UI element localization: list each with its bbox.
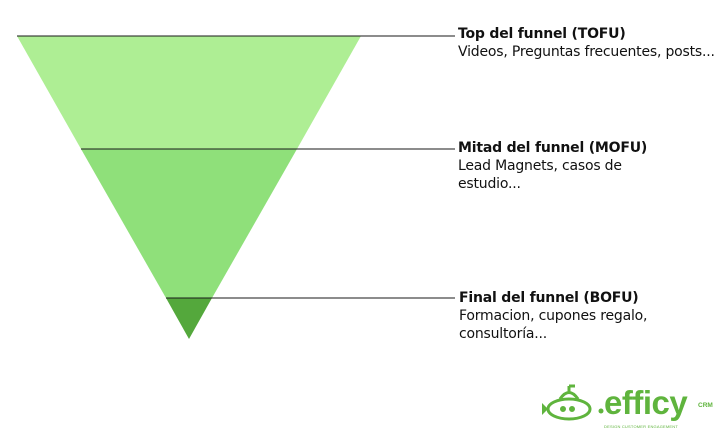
stage-bofu: Final del funnel (BOFU) Formacion, cupon…: [459, 289, 718, 343]
stage-bofu-title: Final del funnel (BOFU): [459, 290, 639, 306]
stage-bofu-description: Formacion, cupones regalo, consultoría..…: [459, 308, 648, 342]
stage-mofu-title: Mitad del funnel (MOFU): [458, 140, 648, 156]
logo-wordmark: efficy: [604, 384, 688, 421]
funnel-tofu-segment: [17, 36, 361, 149]
stage-tofu-title: Top del funnel (TOFU): [458, 26, 626, 42]
funnel-mofu-segment: [81, 149, 297, 298]
logo-crm-suffix: CRM: [698, 402, 713, 409]
logo-tagline: DESIGN CUSTOMER ENGAGEMENT: [604, 424, 679, 429]
stage-tofu-description: Videos, Preguntas frecuentes, posts...: [458, 44, 715, 60]
stage-mofu: Mitad del funnel (MOFU) Lead Magnets, ca…: [458, 139, 718, 193]
stage-mofu-description: Lead Magnets, casos de estudio...: [458, 158, 622, 192]
submarine-icon: [542, 384, 604, 421]
funnel-bofu-segment: [166, 298, 212, 339]
stage-tofu: Top del funnel (TOFU) Videos, Preguntas …: [458, 25, 718, 61]
